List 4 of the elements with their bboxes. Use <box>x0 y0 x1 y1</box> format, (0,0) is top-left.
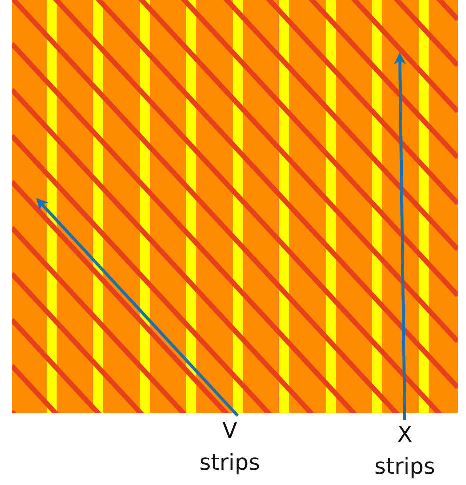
strip-label: V strips <box>190 416 270 480</box>
leader-arrow <box>394 52 406 420</box>
leader-arrow <box>36 198 240 418</box>
strip-label: X strips <box>365 420 445 484</box>
